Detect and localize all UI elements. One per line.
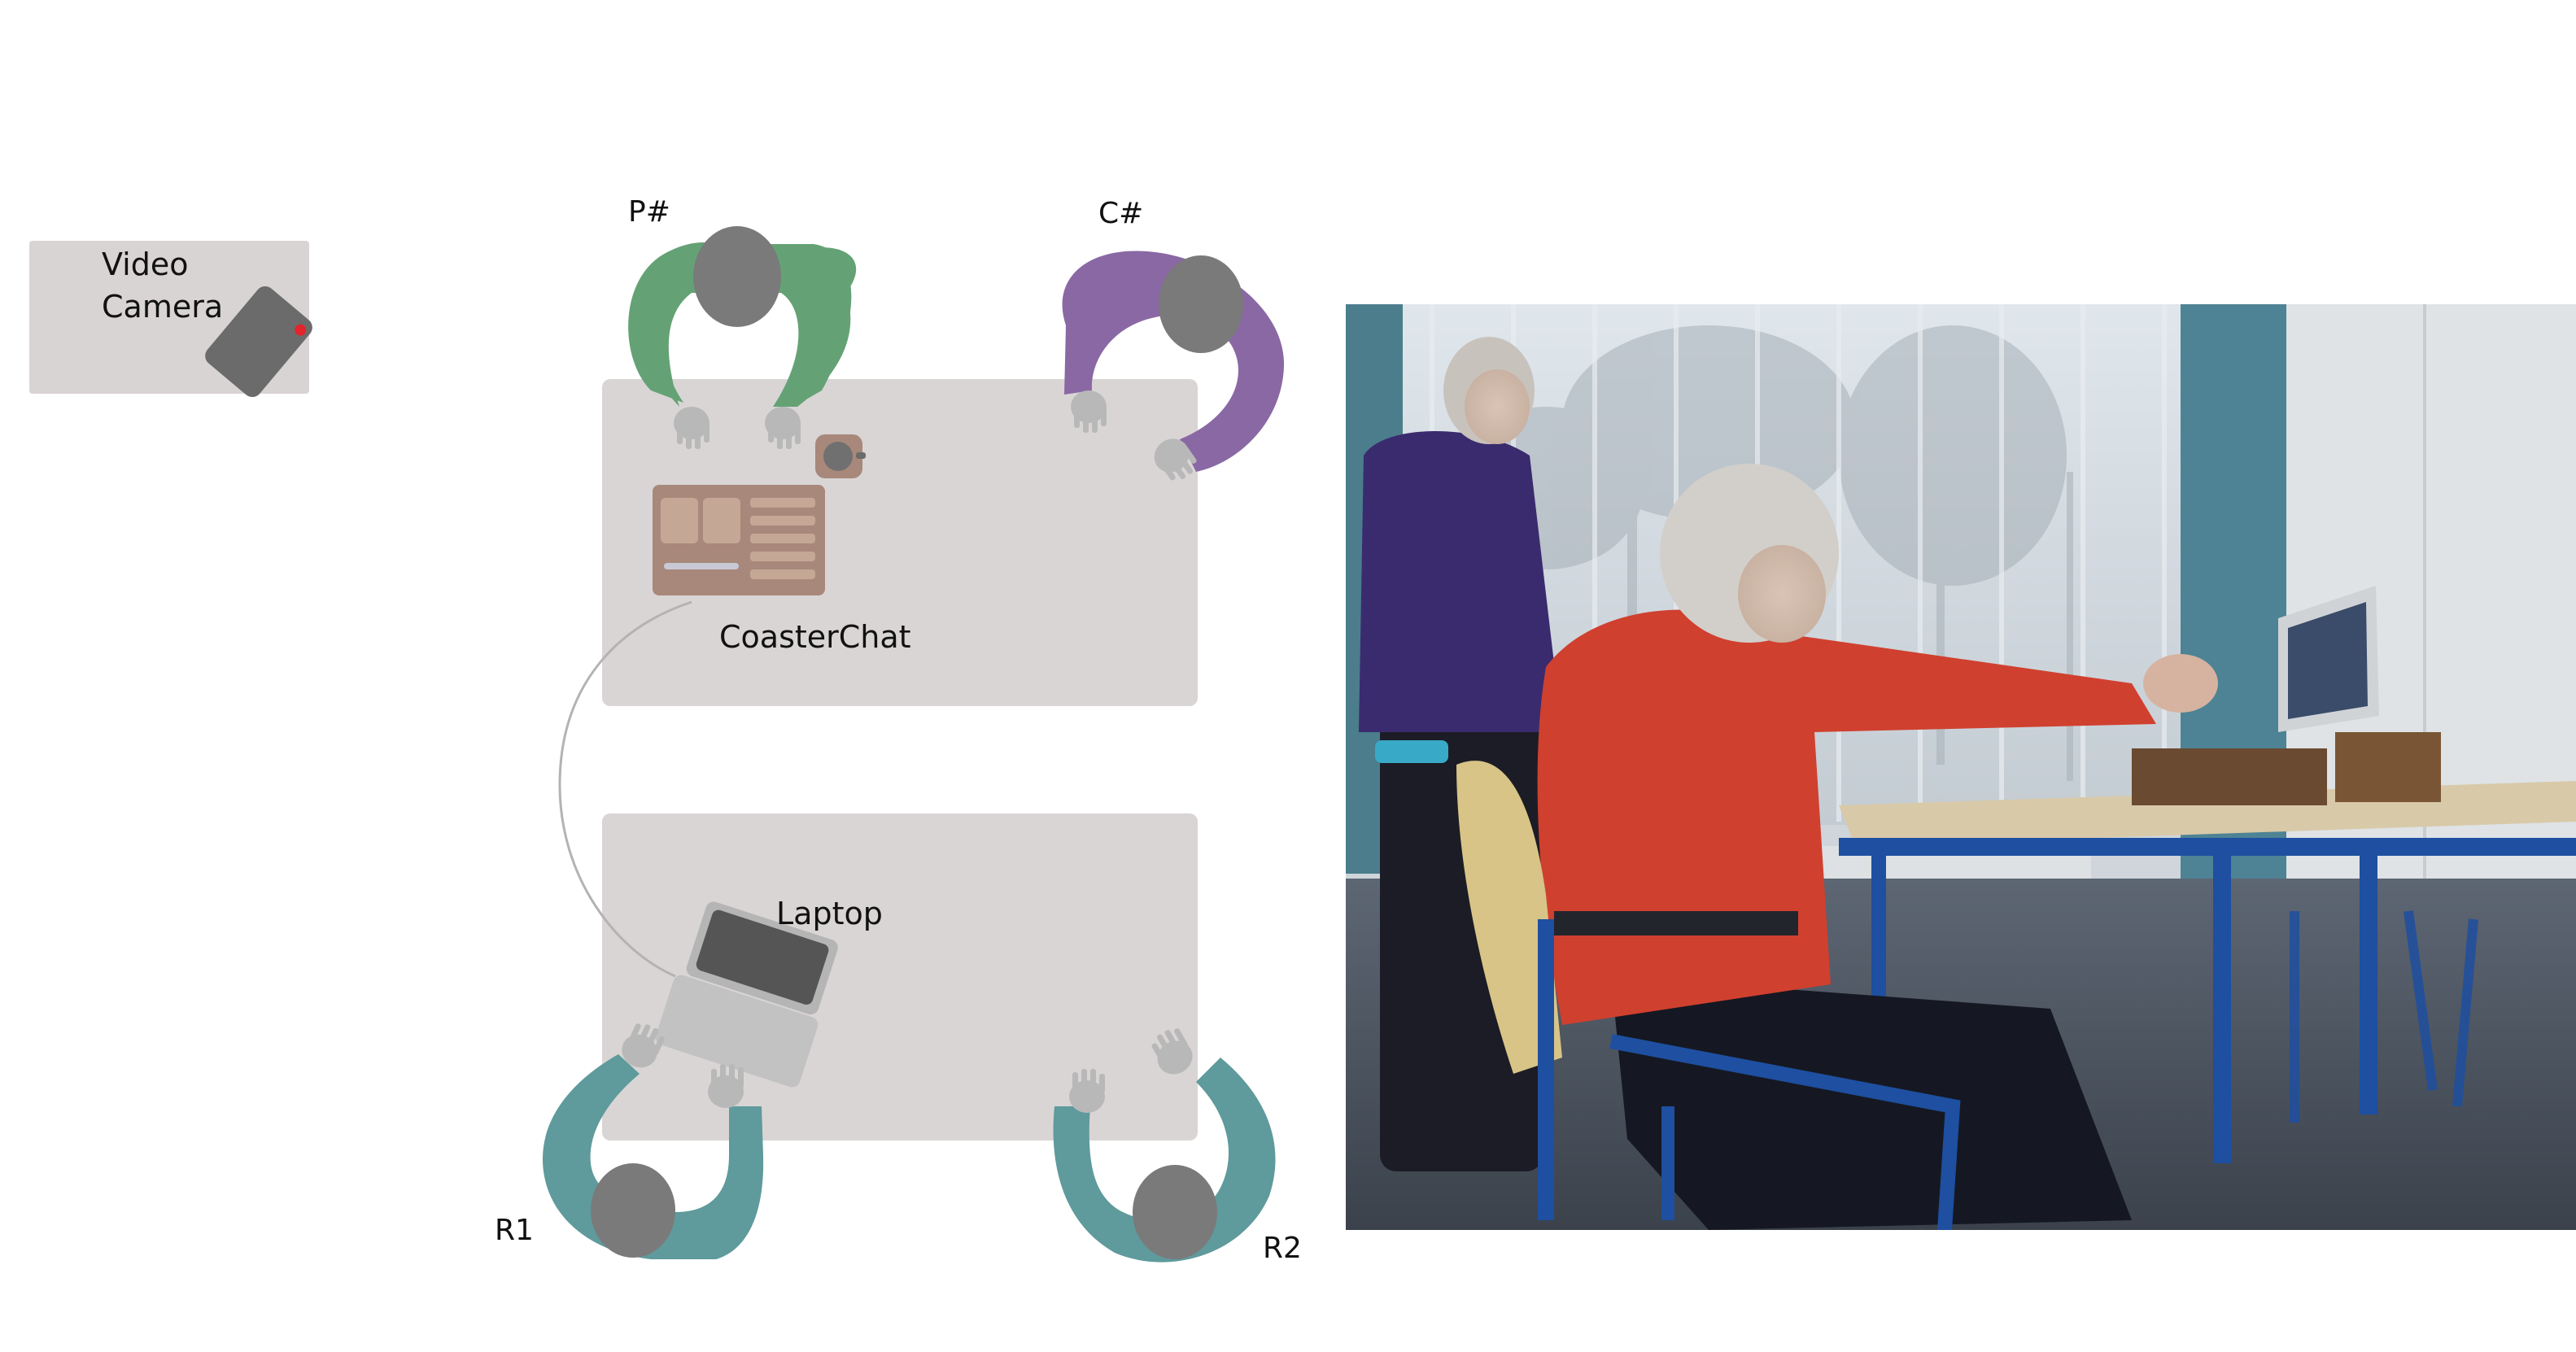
companion-left-hand-icon <box>1071 390 1107 433</box>
photo-classroom-scene <box>1346 304 2576 1230</box>
laptop-icon <box>655 901 838 1088</box>
cable-line <box>558 600 692 978</box>
coasterchat-label: CoasterChat <box>719 619 911 655</box>
camera-icon <box>205 286 312 398</box>
researcher-2-head <box>1133 1165 1217 1259</box>
coaster-puck-icon <box>815 434 866 478</box>
video-camera-label-line2: Camera <box>102 289 223 325</box>
participant-right-hand-icon <box>765 407 801 449</box>
researcher-1-label: R1 <box>495 1214 534 1247</box>
companion-head <box>1159 255 1243 353</box>
video-camera-label-line1: Video <box>102 246 188 282</box>
companion-figure: C# <box>1062 197 1285 481</box>
companion-right-hand-icon <box>1154 438 1197 481</box>
researcher-1-figure: R1 <box>495 1023 764 1259</box>
participant-left-hand-icon <box>674 407 709 449</box>
participant-figure: P# <box>628 195 857 449</box>
researcher-2-figure: R2 <box>1053 1028 1302 1265</box>
researcher-2-left-hand-icon <box>1069 1069 1105 1113</box>
laptop-label: Laptop <box>776 896 883 931</box>
researcher-1-head <box>591 1163 675 1258</box>
researcher-2-right-hand-icon <box>1151 1028 1193 1075</box>
coasterchat-device <box>653 485 825 595</box>
participant-label: P# <box>628 195 670 229</box>
lower-table <box>602 813 1198 1140</box>
companion-label: C# <box>1098 197 1143 230</box>
camera-led-icon <box>295 324 307 336</box>
researcher-1-left-hand-icon <box>622 1023 665 1068</box>
participant-head <box>693 226 781 327</box>
researcher-2-label: R2 <box>1263 1232 1302 1265</box>
upper-table <box>602 379 1198 706</box>
researcher-1-right-hand-icon <box>708 1064 744 1108</box>
photo-chair <box>1456 761 1961 1230</box>
video-camera-box: Video Camera <box>29 241 312 398</box>
